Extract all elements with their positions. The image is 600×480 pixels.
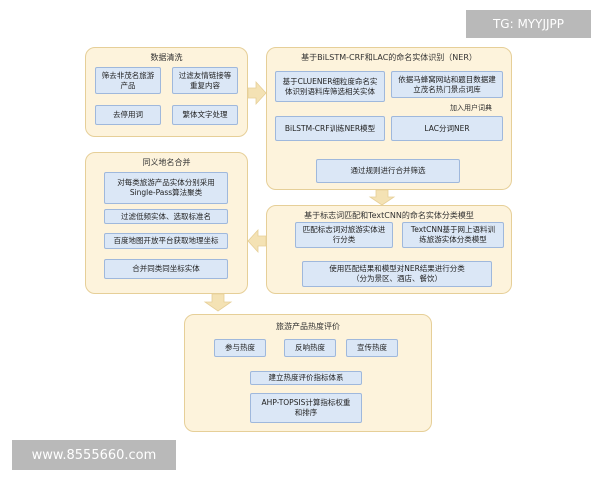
box-filter-low-freq: 过滤低频实体、选取标准名 <box>104 209 228 224</box>
arrow-classify-to-merge <box>247 228 267 254</box>
box-lac-ner: LAC分词NER <box>391 116 503 141</box>
panel-title: 数据清洗 <box>150 53 183 62</box>
panel-title: 基于标志词匹配和TextCNN的命名实体分类模型 <box>304 211 474 220</box>
box-cluener-corpus: 基于CLUENER细粒度命名实 体识别语料库筛选相关实体 <box>275 71 385 102</box>
panel-title: 旅游产品热度评价 <box>276 322 340 331</box>
box-filter-links: 过滤友情链接等 重复内容 <box>172 67 238 94</box>
watermark-top-text: TG: MYYJJPP <box>492 17 565 31</box>
box-remove-stopwords: 去停用词 <box>95 105 161 125</box>
box-promotion-heat: 宣传热度 <box>346 339 398 357</box>
note-user-dictionary: 加入用户词典 <box>450 104 492 112</box>
panel-title: 基于BiLSTM-CRF和LAC的命名实体识别（NER） <box>301 53 477 62</box>
box-filter-non-maoming: 筛去非茂名旅游 产品 <box>95 67 161 94</box>
box-baidu-map: 百度地图开放平台获取地理坐标 <box>104 233 228 249</box>
arrow-cleaning-to-ner <box>247 80 267 106</box>
watermark-bottom: www.8555660.com <box>12 440 176 470</box>
box-bilstm-crf: BiLSTM-CRF训练NER模型 <box>275 116 385 141</box>
box-classify-ner-results: 使用匹配结果和模型对NER结果进行分类 （分为景区、酒店、餐饮） <box>302 261 492 287</box>
panel-title: 同义地名合并 <box>142 158 191 167</box>
arrow-merge-to-heat <box>203 293 233 312</box>
box-response-heat: 反响热度 <box>284 339 336 357</box>
box-build-index-system: 建立热度评价指标体系 <box>250 371 362 385</box>
box-single-pass: 对每类旅游产品实体分别采用 Single-Pass算法聚类 <box>104 172 228 204</box>
watermark-top: TG: MYYJJPP <box>466 10 591 38</box>
box-scenic-lexicon: 依据马蜂窝网站和题目数据建 立茂名热门景点词库 <box>391 71 503 98</box>
box-rule-merge: 通过规则进行合并筛选 <box>316 159 460 183</box>
box-traditional-chinese: 繁体文字处理 <box>172 105 238 125</box>
watermark-bottom-text: www.8555660.com <box>31 447 157 463</box>
arrow-ner-to-classify <box>368 189 396 206</box>
box-merge-same-coord: 合并同类同坐标实体 <box>104 259 228 279</box>
box-textcnn-train: TextCNN基于网上语料训 练旅游实体分类模型 <box>402 222 504 248</box>
box-ahp-topsis: AHP-TOPSIS计算指标权重 和排序 <box>250 393 362 423</box>
box-participation-heat: 参与热度 <box>214 339 266 357</box>
box-keyword-match: 匹配标志词对旅游实体进 行分类 <box>295 222 393 248</box>
